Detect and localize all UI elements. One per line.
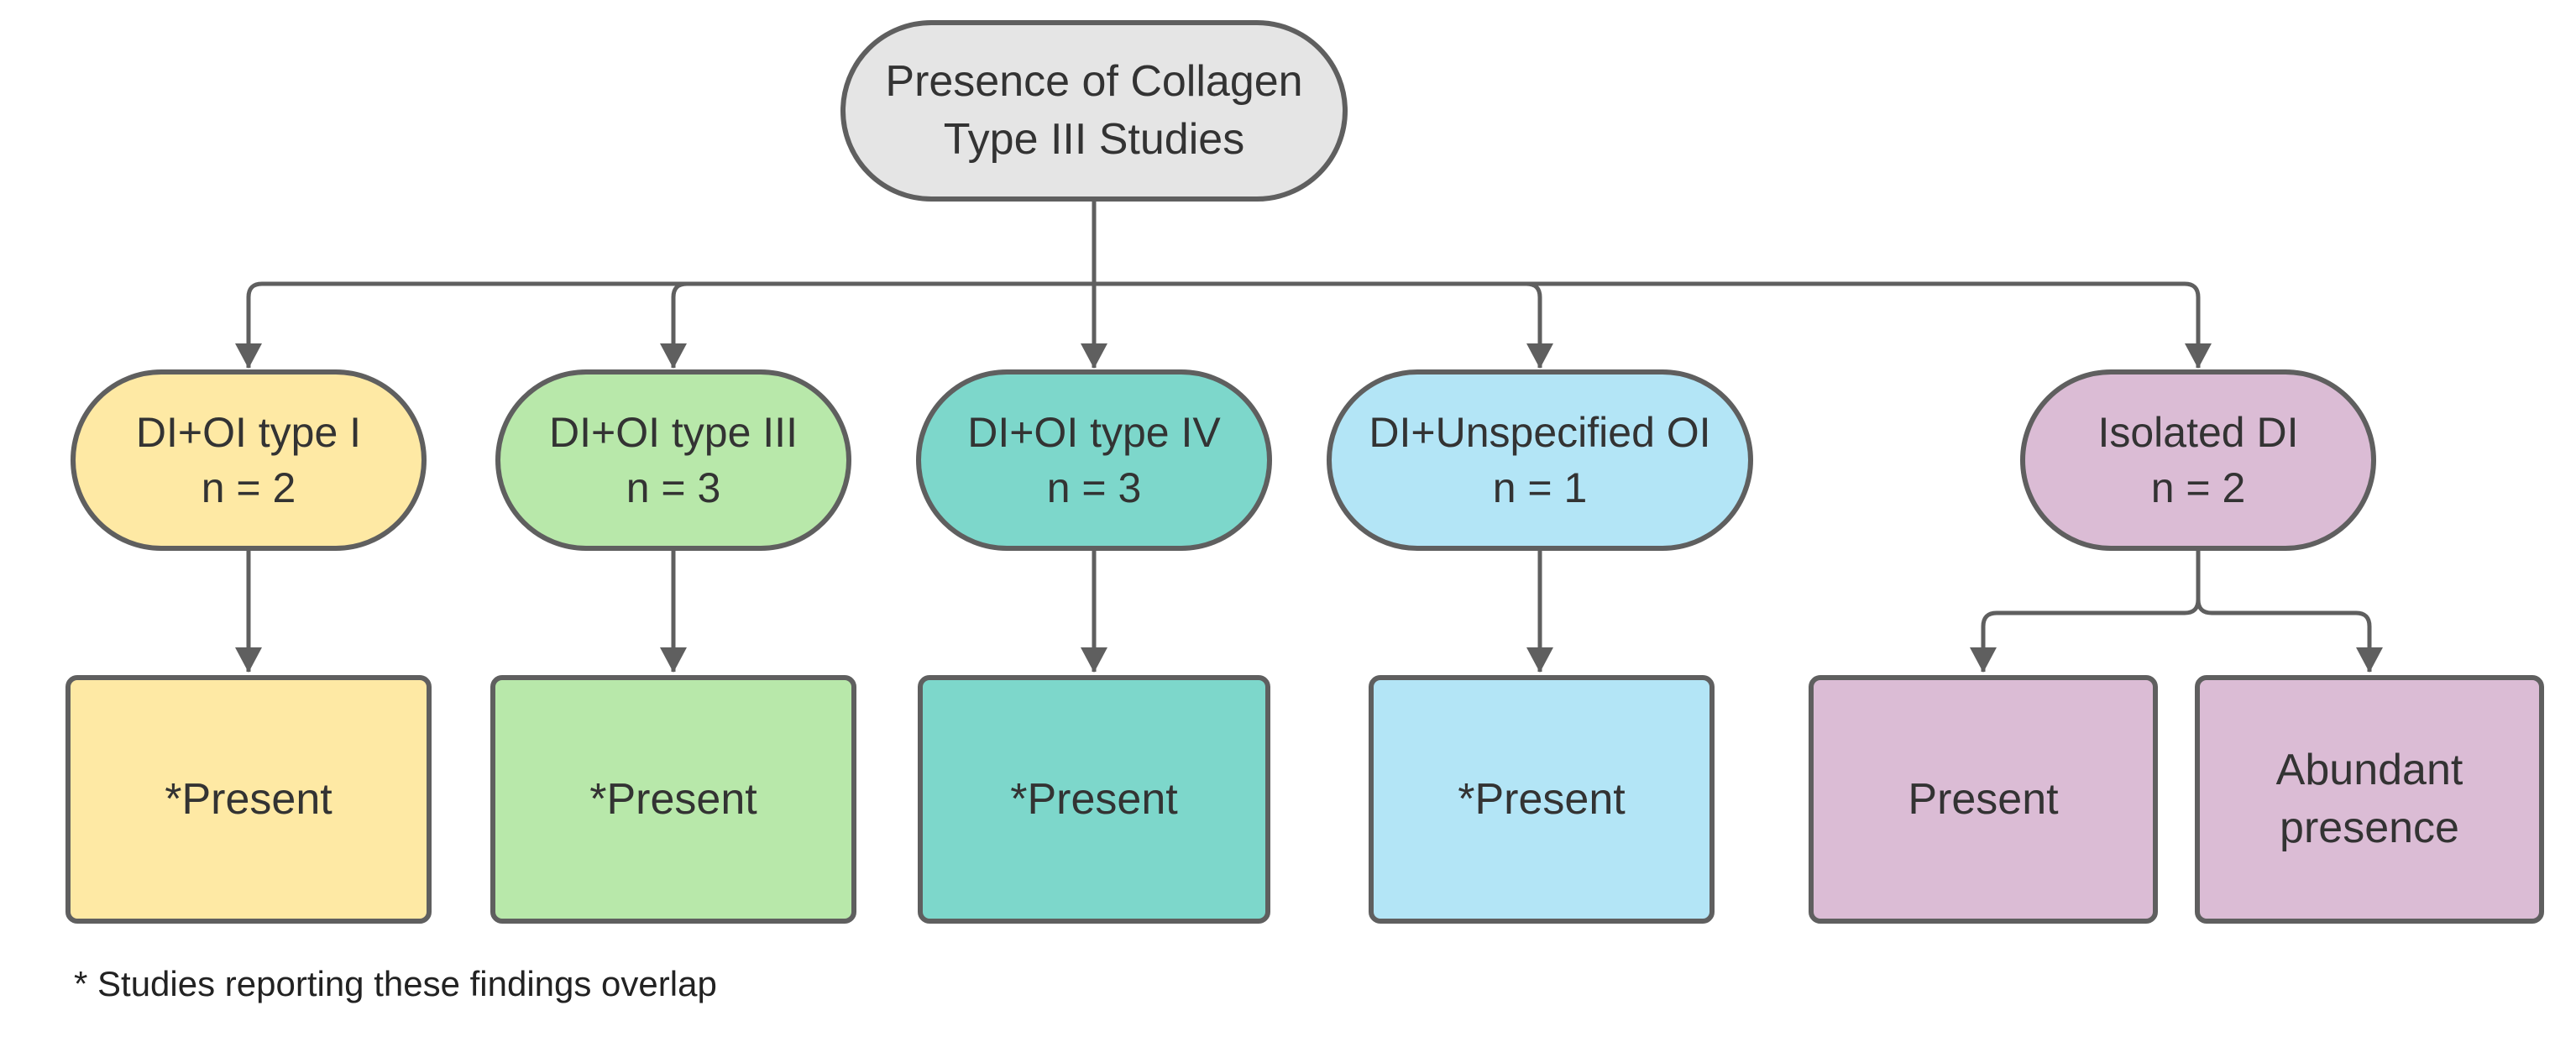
root-title-line1: Presence of Collagen [885,57,1303,107]
result-text: *Present [165,774,332,824]
arrow-to-type-iii [660,281,1094,369]
result-text: *Present [589,774,757,824]
category-node-di-oi-type-i: DI+OI type I n = 2 [71,369,427,551]
category-name: DI+OI type I [135,409,362,456]
category-count: n = 3 [1046,464,1142,511]
category-name: Isolated DI [2097,409,2299,456]
category-node-isolated-di: Isolated DI n = 2 [2020,369,2376,551]
result-box-unspecified: *Present [1369,675,1715,924]
category-count: n = 2 [2150,464,2246,511]
root-node: Presence of Collagen Type III Studies [840,20,1348,202]
result-box-type-i: *Present [65,675,432,924]
result-box-type-iv: *Present [918,675,1270,924]
root-title-line2: Type III Studies [943,115,1245,164]
footnote: * Studies reporting these findings overl… [74,964,717,1003]
arrow-isolated-present [1970,551,2201,673]
result-text: Present [1908,774,2059,824]
category-count: n = 3 [626,464,721,511]
category-node-di-unspecified-oi: DI+Unspecified OI n = 1 [1327,369,1753,551]
category-name: DI+Unspecified OI [1369,409,1711,456]
category-name: DI+OI type IV [967,409,1221,456]
category-count: n = 2 [201,464,296,511]
result-text-line1: Abundant [2275,746,2463,795]
result-box-isolated-abundant: Abundant presence [2195,675,2544,924]
arrow-to-unspecified [1094,281,1553,369]
result-box-type-iii: *Present [490,675,856,924]
arrow-to-isolated [1094,281,2212,369]
category-node-di-oi-type-iv: DI+OI type IV n = 3 [916,369,1272,551]
arrow-to-type-i [235,281,1094,369]
category-name: DI+OI type III [549,409,798,456]
category-node-di-oi-type-iii: DI+OI type III n = 3 [495,369,851,551]
result-text: *Present [1010,774,1178,824]
result-box-isolated-present: Present [1809,675,2158,924]
result-text-line2: presence [2280,804,2459,852]
category-count: n = 1 [1492,464,1588,511]
result-text: *Present [1458,774,1626,824]
arrow-isolated-abundant [2196,599,2383,673]
